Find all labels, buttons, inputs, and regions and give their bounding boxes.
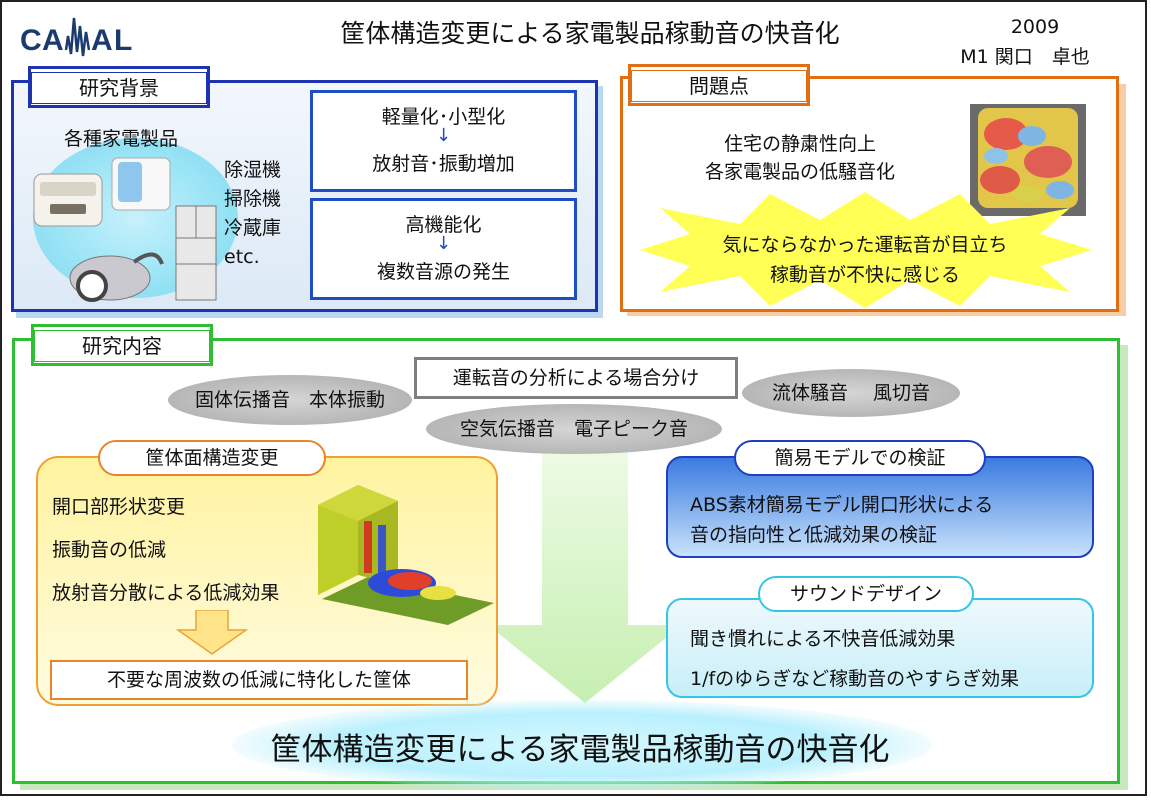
- appliance-list-item: 冷蔵庫: [224, 217, 282, 239]
- dehumidifier-illustration: [33, 173, 103, 227]
- structure-item: 放射音分散による低減効果: [52, 582, 280, 604]
- problem-label: 問題点: [628, 64, 810, 106]
- structure-item: 開口部形状変更: [52, 496, 186, 518]
- sound-design-card: [666, 598, 1094, 698]
- svg-text:C: C: [20, 24, 42, 57]
- background-label: 研究背景: [28, 66, 210, 108]
- trend-box-miniaturization: 軽量化･小型化 ↓ 放射音･振動増加: [310, 90, 577, 192]
- svg-text:A: A: [42, 24, 64, 57]
- structure-item: 振動音の低減: [52, 539, 167, 561]
- category-airborne: 空気伝播音 電子ピーク音: [426, 404, 722, 454]
- appliance-list-item: 除湿機: [224, 159, 282, 181]
- sound-design-title: サウンドデザイン: [758, 576, 974, 612]
- svg-text:A: A: [91, 24, 113, 57]
- conclusion-text: 筐体構造変更による家電製品稼動音の快音化: [270, 732, 890, 768]
- refrigerator-illustration: [175, 205, 217, 301]
- caml-logo: C A A L: [20, 17, 132, 57]
- humidifier-illustration: [111, 157, 171, 211]
- appliance-list: 除湿機 掃除機 冷蔵庫 etc.: [224, 156, 304, 272]
- simple-model-text: ABS素材簡易モデル開口形状による 音の指向性と低減効果の検証: [690, 494, 994, 546]
- category-fluid-noise: 流体騒音 風切音: [742, 369, 960, 417]
- slide-year: 2009: [1010, 16, 1060, 38]
- vibration-heatmap-image: [970, 104, 1086, 216]
- slide-title: 筐体構造変更による家電製品稼動音の快音化: [340, 19, 840, 48]
- appliance-list-item: etc.: [224, 246, 260, 268]
- problem-context: 住宅の静粛性向上 各家電製品の低騒音化: [704, 133, 895, 183]
- svg-text:L: L: [114, 24, 132, 57]
- down-arrow-icon: [176, 610, 248, 655]
- conclusion-glow: [232, 700, 932, 790]
- slide-author: M1 関口 卓也: [960, 46, 1090, 68]
- down-arrow-icon: ↓: [435, 233, 452, 254]
- structure-change-title: 筐体面構造変更: [98, 440, 326, 476]
- content-label: 研究内容: [31, 324, 213, 366]
- structure-result-box: 不要な周波数の低減に特化した筐体: [50, 660, 468, 700]
- vacuum-illustration: [69, 252, 164, 302]
- category-solid-borne: 固体伝播音 本体振動: [168, 375, 412, 425]
- sound-design-item: 聞き慣れによる不快音低減効果: [690, 628, 956, 650]
- appliances-caption: 各種家電製品: [64, 128, 179, 150]
- analysis-classification-box: 運転音の分析による場合分け: [414, 357, 738, 399]
- appliance-list-item: 掃除機: [224, 188, 282, 210]
- problem-burst-text: 気にならなかった運転音が目立ち 稼動音が不快に感じる: [722, 234, 1008, 286]
- down-arrow-icon: ↓: [435, 125, 452, 146]
- sound-design-item: 1/fのゆらぎなど稼動音のやすらぎ効果: [690, 668, 1020, 690]
- fem-simulation-image: [318, 485, 494, 625]
- big-down-arrow-icon: [488, 445, 682, 703]
- emphasis-burst-shape: [640, 192, 1092, 308]
- trend-box-functionality: 高機能化 ↓ 複数音源の発生: [310, 198, 577, 300]
- simple-model-title: 簡易モデルでの検証: [734, 440, 986, 476]
